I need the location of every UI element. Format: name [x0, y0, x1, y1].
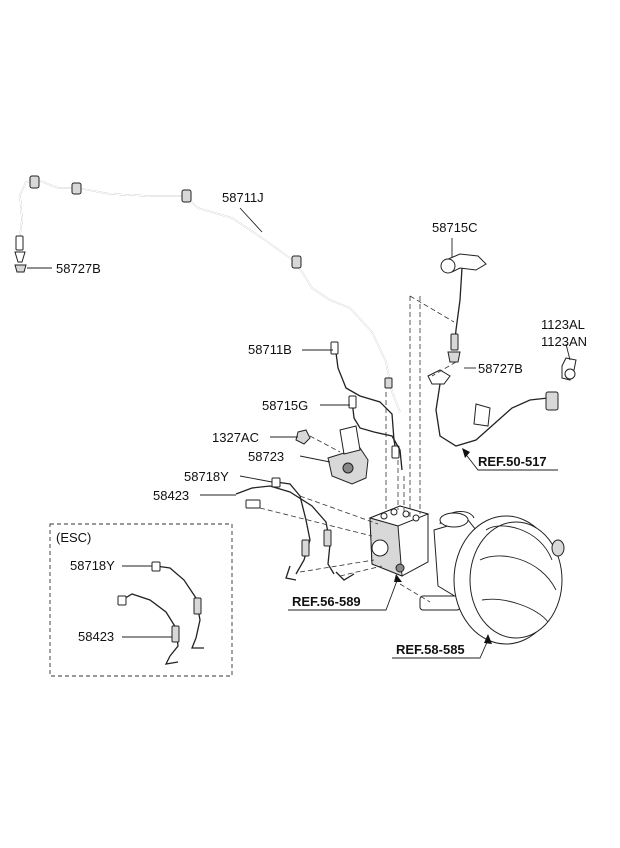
label-58715C: 58715C [432, 220, 478, 235]
tube-58718Y [271, 477, 311, 575]
tube-58715G [348, 395, 403, 471]
label-leader-lines [200, 207, 571, 496]
label-esc-58718Y: 58718Y [70, 558, 115, 573]
label-58727B-left: 58727B [56, 261, 101, 276]
nut-1327AC [295, 429, 311, 445]
label-1123AN: 1123AN [541, 334, 587, 349]
ref-58-585[interactable]: REF.58-585 [396, 642, 465, 657]
part-labels: 58711J 58727B 58715C 1123AL 1123AN 58711… [56, 190, 587, 644]
label-58711J: 58711J [222, 190, 264, 205]
label-esc-58423: 58423 [78, 629, 114, 644]
label-58723: 58723 [248, 449, 284, 464]
label-58727B-right: 58727B [478, 361, 523, 376]
esc-box: (ESC) [49, 523, 233, 677]
label-1327AC: 1327AC [212, 430, 259, 445]
label-58718Y: 58718Y [184, 469, 229, 484]
ref-56-589[interactable]: REF.56-589 [292, 594, 361, 609]
rear-brake-tube [14, 175, 401, 413]
brake-booster [453, 515, 565, 645]
dashed-leader-lines [259, 295, 457, 603]
reference-labels: REF.50-517 REF.56-589 REF.58-585 [288, 448, 558, 659]
tube-58423 [235, 485, 355, 581]
front-hose-58715C [440, 253, 487, 363]
ref-50-517[interactable]: REF.50-517 [478, 454, 547, 469]
esc-title: (ESC) [56, 530, 91, 545]
label-58711B: 58711B [248, 342, 292, 357]
bolt-1123AL [561, 357, 577, 381]
label-58715G: 58715G [262, 398, 308, 413]
label-1123AL: 1123AL [541, 317, 585, 332]
clip-58727B-left [14, 264, 52, 273]
label-58423: 58423 [153, 488, 189, 503]
front-right-hose [427, 369, 559, 447]
tube-58711B [330, 341, 400, 459]
bracket-58723 [327, 425, 369, 485]
abs-hecu-unit [368, 505, 430, 577]
